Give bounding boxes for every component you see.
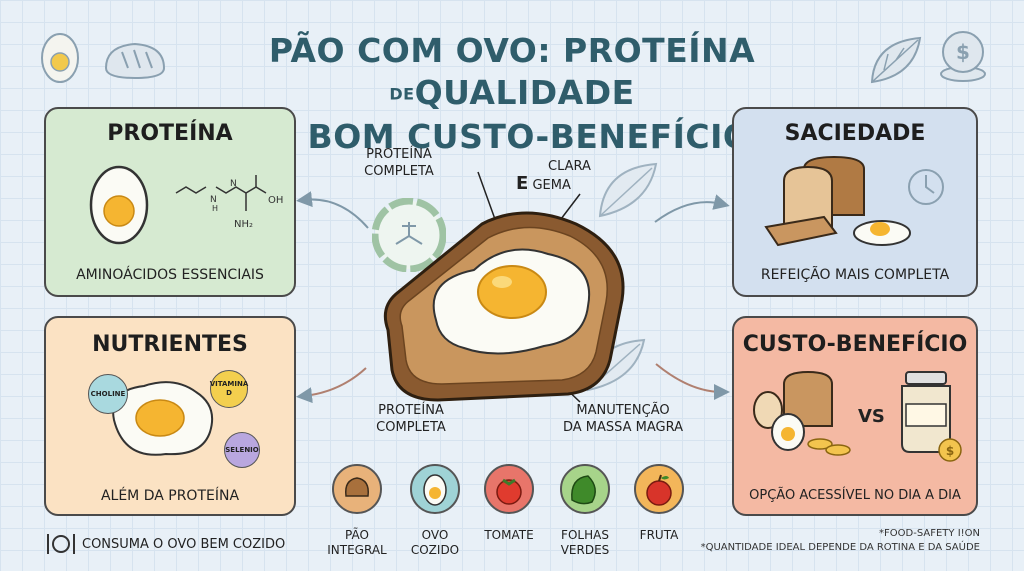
bread-and-egg-icon [764, 155, 911, 247]
satiety-card-caption: REFEIÇÃO MAIS COMPLETA [760, 267, 950, 283]
molecule-n2: N [230, 179, 237, 189]
food-label-tomato: TOMATE [484, 528, 534, 542]
food-label-fruit: FRUTA [639, 528, 679, 542]
selenio-badge: SELENIO [224, 432, 260, 468]
supplement-jar-icon: $ [901, 371, 962, 462]
molecule-h: H [212, 204, 218, 213]
molecule-oh: OH [268, 195, 283, 206]
footer-note-1: *FOOD-SAFETY I!ON [879, 528, 980, 539]
cutlery-plate-icon [47, 534, 75, 554]
protein-structure-wheel-icon [372, 198, 446, 272]
cost-card: CUSTO-BENEFÍCIO VS $ OPÇÃO ACESSÍVEL NO … [732, 316, 978, 516]
bread-egg-coins-icon [753, 370, 851, 456]
egg-half-icon [89, 165, 149, 245]
bread-loaf-corner-icon [104, 42, 166, 80]
leaf-corner-icon [870, 36, 922, 84]
choline-badge: CHOLINE [88, 374, 128, 414]
toast-with-fried-egg-icon [383, 211, 625, 402]
svg-text:$: $ [946, 444, 954, 458]
food-icon-fruit [634, 464, 684, 514]
food-icon-boiled-egg [410, 464, 460, 514]
nutrients-card-title: NUTRIENTES [92, 332, 248, 357]
egg-corner-icon [41, 33, 79, 83]
page-title: PÃO COM OVO: PROTEÍNA DEQUALIDADE E BOM … [268, 31, 756, 156]
food-icon-whole-bread [332, 464, 382, 514]
protein-card: PROTEÍNA N N H OH NH₂ AMINOÁCIDOS ESSENC… [44, 107, 296, 297]
molecule-nh2: NH₂ [234, 219, 253, 230]
satiety-card: SACIEDADE REFEIÇÃO MAIS COMPLETA [732, 107, 978, 297]
footer-note-2: *QUANTIDADE IDEAL DEPENDE DA ROTINA E DA… [700, 542, 980, 553]
nutrients-card: NUTRIENTES CHOLINE VITAMINA D SELENIO AL… [44, 316, 296, 516]
svg-text:$: $ [956, 40, 970, 64]
vitamin-d-badge: VITAMINA D [210, 370, 248, 408]
cost-card-title: CUSTO-BENEFÍCIO [742, 332, 968, 357]
label-top-right-clara-gema: CLARA E GEMA [516, 159, 591, 194]
cost-card-caption: OPÇÃO ACESSÍVEL NO DIA A DIA [749, 488, 961, 503]
protein-card-title: PROTEÍNA [107, 121, 233, 146]
coin-stack-corner-icon: $ [940, 31, 986, 82]
vs-label: VS [858, 406, 885, 427]
molecule-n1: N [210, 195, 217, 205]
fried-egg-icon [112, 381, 214, 456]
satiety-card-title: SACIEDADE [784, 121, 926, 146]
footer-tip: CONSUMA O OVO BEM COZIDO [82, 537, 286, 552]
protein-card-caption: AMINOÁCIDOS ESSENCIAIS [76, 267, 264, 283]
amino-acid-molecule-icon: N N H OH NH₂ [175, 175, 283, 230]
food-icon-leafy-greens [560, 464, 610, 514]
food-icon-tomato [484, 464, 534, 514]
leaf-deco-top-icon [598, 162, 658, 218]
nutrients-card-caption: ALÉM DA PROTEÍNA [100, 488, 240, 504]
clock-icon [908, 169, 944, 205]
